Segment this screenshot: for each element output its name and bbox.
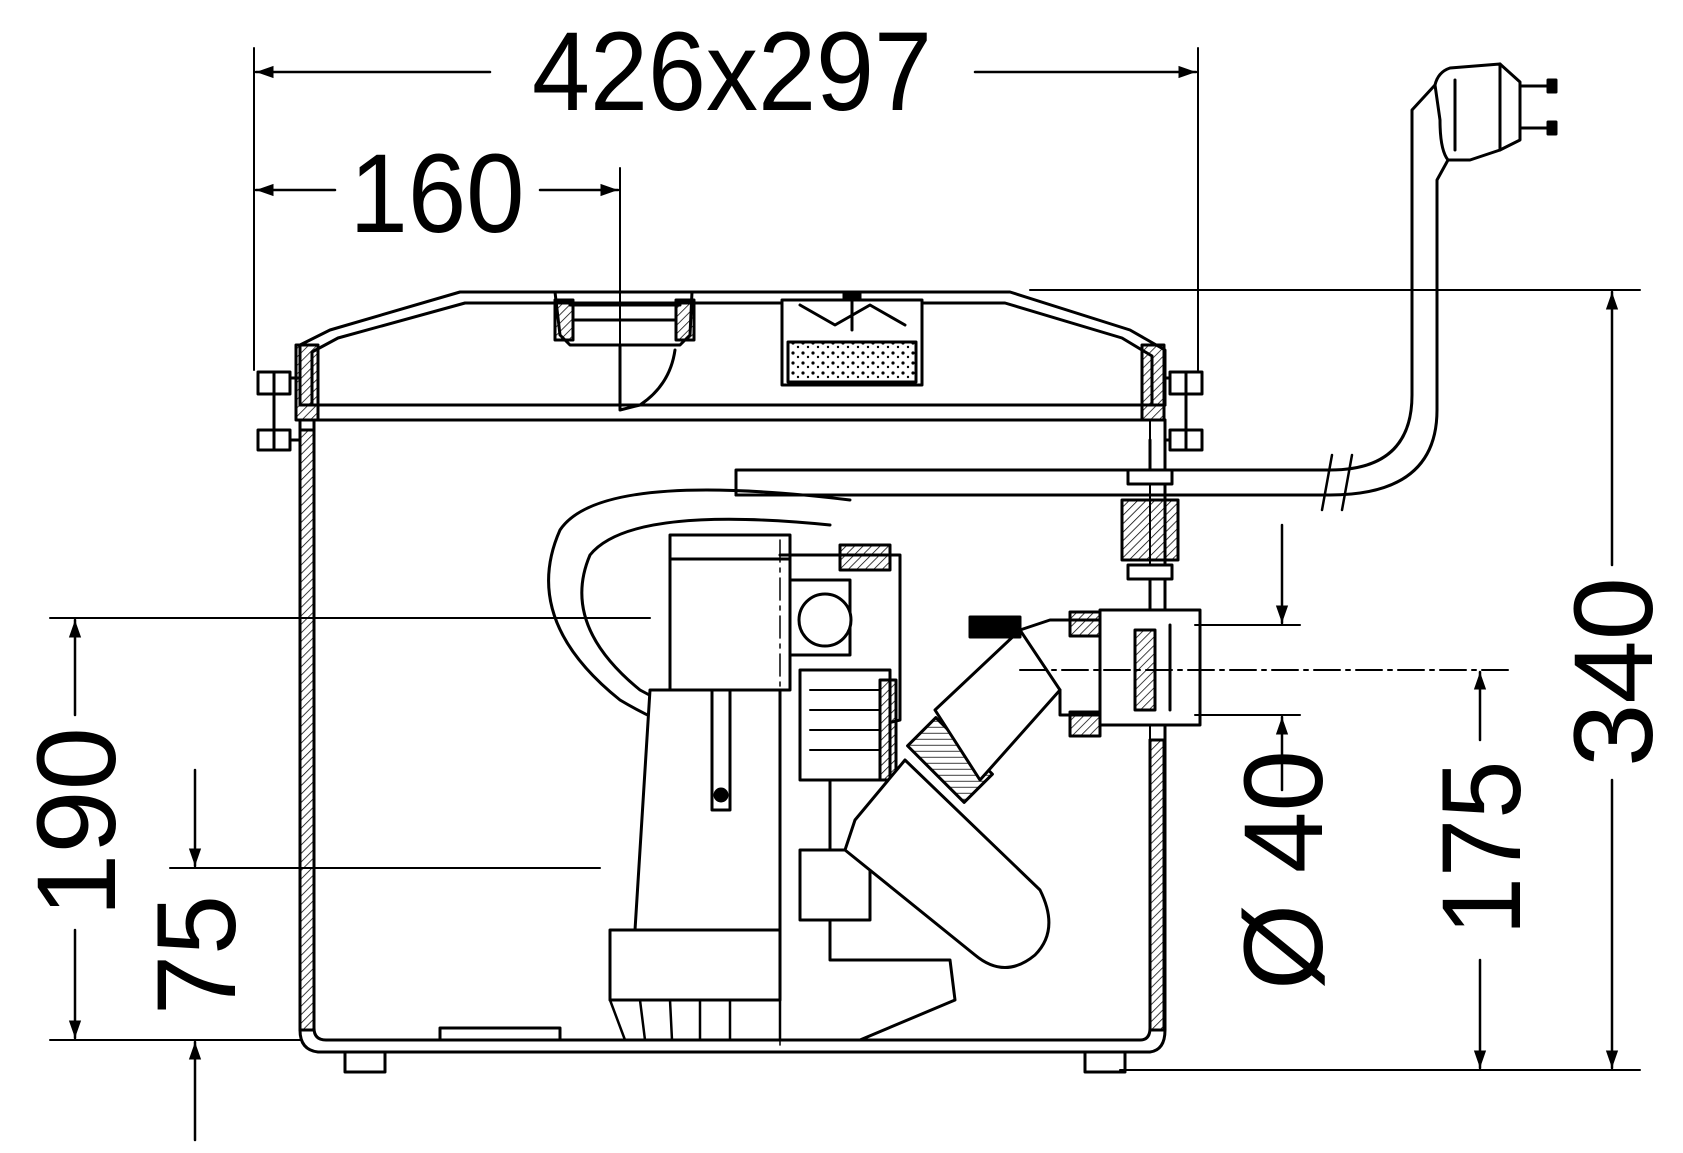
dimension-outlet-diameter: Ø 40: [1194, 523, 1346, 990]
dimension-label-inlet-height: 190: [14, 727, 139, 917]
discharge-outlet: [933, 608, 1511, 782]
dimension-total-height: 340: [1029, 289, 1676, 1071]
power-cable: [734, 83, 1450, 512]
dimension-label-width-depth: 426x297: [532, 9, 932, 134]
dimension-width-depth: 426x297: [253, 9, 1199, 371]
float-switch-icon: [843, 716, 1051, 969]
submersible-pump-icon: [547, 488, 957, 1046]
level-chain: [1120, 438, 1180, 612]
vent-filter-icon: [780, 290, 924, 387]
dimension-label-outlet-diameter: Ø 40: [1221, 750, 1346, 990]
dimension-cable-height: 75: [134, 768, 601, 1142]
tank-lid: [256, 290, 1204, 452]
dimension-lid-inlet-offset: 160: [254, 131, 621, 411]
dimension-outlet-height: 175: [1419, 670, 1544, 1070]
lid-clamp-right: [1163, 370, 1204, 452]
dimension-label-outlet-height: 175: [1419, 761, 1544, 936]
lid-inlet: [553, 290, 696, 412]
lid-clamp-left: [256, 370, 302, 452]
dimension-label-total-height: 340: [1551, 577, 1676, 767]
power-plug-icon: [1433, 62, 1558, 162]
dimension-inlet-height: 190: [14, 617, 651, 1041]
dimension-label-lid-inlet: 160: [350, 131, 525, 256]
dimension-label-cable-height: 75: [134, 895, 259, 1015]
